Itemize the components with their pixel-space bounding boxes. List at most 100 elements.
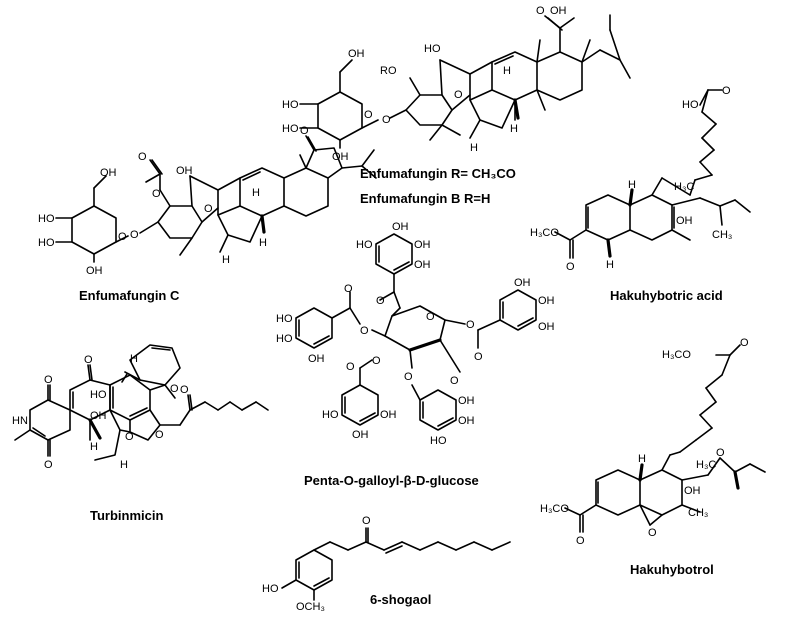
enf-o-top: O bbox=[536, 5, 545, 17]
caption-hakuhybotrol: Hakuhybotrol bbox=[630, 562, 714, 577]
pgg-oh-r3: OH bbox=[538, 321, 555, 333]
hak-ch3: CH₃ bbox=[712, 229, 732, 241]
pgg-oh-r1: OH bbox=[514, 277, 531, 289]
pgg-oh-b2: OH bbox=[380, 409, 397, 421]
hkb-h3c: H₃C bbox=[696, 459, 716, 471]
enfc-sugar-oh2: OH bbox=[86, 265, 103, 277]
pgg-o4: O bbox=[426, 311, 435, 323]
tur-o6: O bbox=[125, 431, 134, 443]
enfc-sugar-o1: O bbox=[118, 231, 127, 243]
enfc-sugar-oh: OH bbox=[100, 167, 117, 179]
tur-o2: O bbox=[44, 374, 53, 386]
tur-o7: O bbox=[155, 429, 164, 441]
enfumafungin-structure bbox=[299, 14, 631, 149]
enfc-h2: H bbox=[222, 254, 230, 266]
caption-penta-galloyl: Penta-O-galloyl-β-D-glucose bbox=[304, 473, 479, 488]
hak-h3co: H₃CO bbox=[530, 227, 559, 239]
tur-o5: O bbox=[180, 384, 189, 396]
enf-oh-top: OH bbox=[550, 5, 567, 17]
enf-h2: H bbox=[470, 142, 478, 154]
enfc-sugar-ho1: HO bbox=[38, 213, 55, 225]
pgg-ho-b1: HO bbox=[322, 409, 339, 421]
pgg-o10: O bbox=[450, 375, 459, 387]
hak-h2: H bbox=[628, 179, 636, 191]
shogaol-structure bbox=[281, 527, 511, 601]
hkb-h3co2: H₃CO bbox=[540, 503, 569, 515]
pgg-oh-top: OH bbox=[414, 239, 431, 251]
enf-sugar-oh2: OH bbox=[332, 151, 349, 163]
enfc-sugar-ho2: HO bbox=[38, 237, 55, 249]
pgg-oh2: OH bbox=[414, 259, 431, 271]
enf-sugar-ho2: HO bbox=[282, 123, 299, 135]
pgg-oh-r2: OH bbox=[538, 295, 555, 307]
tur-o1: O bbox=[84, 354, 93, 366]
turbinmicin-structure bbox=[14, 344, 269, 461]
hak-h1: H bbox=[606, 259, 614, 271]
pgg-oh-b4: OH bbox=[458, 395, 475, 407]
enf-sugar-ho1: HO bbox=[282, 99, 299, 111]
enf-sugar-o2: O bbox=[382, 114, 391, 126]
pgg-o1: O bbox=[376, 295, 385, 307]
sho-o: O bbox=[362, 515, 371, 527]
hakuhybotrol-structure bbox=[564, 344, 766, 533]
pgg-oh1: OH bbox=[392, 221, 409, 233]
hkb-h3co: H₃CO bbox=[662, 349, 691, 361]
pgg-ho-l2: HO bbox=[276, 333, 293, 345]
pgg-o3: O bbox=[360, 325, 369, 337]
pgg-o7: O bbox=[372, 355, 381, 367]
hkb-oh: OH bbox=[684, 485, 701, 497]
hak-h3c: H₃C bbox=[674, 181, 694, 193]
pgg-ho-top: HO bbox=[356, 239, 373, 251]
hkb-ch3: CH₃ bbox=[688, 507, 708, 519]
hak-o: O bbox=[722, 85, 731, 97]
pgg-ho-b6: HO bbox=[430, 435, 447, 447]
enf-sugar-o1: O bbox=[364, 109, 373, 121]
enf-ho: HO bbox=[424, 43, 441, 55]
enf-o-ring: O bbox=[454, 89, 463, 101]
pgg-oh-b5: OH bbox=[458, 415, 475, 427]
pgg-o9: O bbox=[404, 371, 413, 383]
caption-enfumafungin: Enfumafungin R= CH₃CO bbox=[360, 166, 516, 181]
enfc-h3: H bbox=[259, 237, 267, 249]
caption-shogaol: 6-shogaol bbox=[370, 592, 431, 607]
sho-och3: OCH₃ bbox=[296, 601, 325, 613]
caption-enfumafungin-c: Enfumafungin C bbox=[79, 288, 180, 303]
pgg-oh-b3: OH bbox=[352, 429, 369, 441]
enfc-h1: H bbox=[252, 187, 260, 199]
enf-h1: H bbox=[503, 65, 511, 77]
enf-ro: RO bbox=[380, 65, 397, 77]
hkb-o1: O bbox=[740, 337, 749, 349]
hak-o2: O bbox=[566, 261, 575, 273]
tur-o4: O bbox=[170, 383, 179, 395]
caption-turbinmicin: Turbinmicin bbox=[90, 508, 163, 523]
enf-h3: H bbox=[510, 123, 518, 135]
enfc-o-ester2: O bbox=[152, 188, 161, 200]
pgg-o6: O bbox=[474, 351, 483, 363]
enfc-o-ring: O bbox=[204, 203, 213, 215]
pgg-ho-l1: HO bbox=[276, 313, 293, 325]
tur-oh: OH bbox=[90, 410, 107, 422]
hak-oh: OH bbox=[676, 215, 693, 227]
enfc-oh: OH bbox=[176, 165, 193, 177]
pgg-oh-l3: OH bbox=[308, 353, 325, 365]
tur-hn: HN bbox=[12, 415, 28, 427]
hakuhybotric-acid-structure bbox=[554, 89, 751, 259]
tur-h2: H bbox=[130, 353, 138, 365]
enfc-o-ester: O bbox=[138, 151, 147, 163]
pgg-o5: O bbox=[466, 319, 475, 331]
tur-ho: HO bbox=[90, 389, 107, 401]
caption-enfumafungin-b: Enfumafungin B R=H bbox=[360, 191, 490, 206]
hkb-o-ep: O bbox=[716, 447, 725, 459]
pgg-o2: O bbox=[344, 283, 353, 295]
tur-h3: H bbox=[120, 459, 128, 471]
enf-sugar-oh1: OH bbox=[348, 48, 365, 60]
enfc-sugar-o2: O bbox=[130, 229, 139, 241]
pgg-o8: O bbox=[346, 361, 355, 373]
caption-hakuhybotric-acid: Hakuhybotric acid bbox=[610, 288, 723, 303]
hak-ho: HO bbox=[682, 99, 699, 111]
hkb-o-ep2: O bbox=[648, 527, 657, 539]
pgg-structure bbox=[295, 233, 537, 431]
tur-h1: H bbox=[90, 441, 98, 453]
